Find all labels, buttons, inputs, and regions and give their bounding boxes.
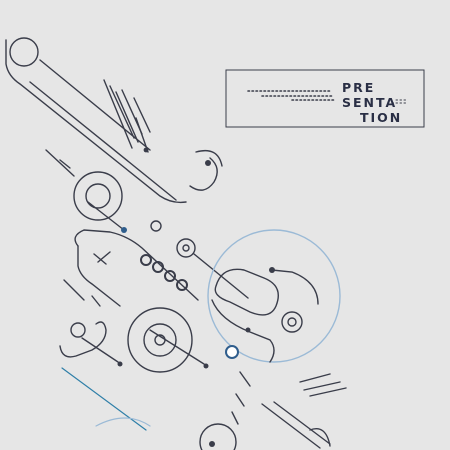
lower-ring-mid: [143, 323, 177, 357]
dashed-diagonals: [63, 279, 251, 425]
tube-slot-2: [97, 251, 111, 263]
blue-node: [225, 345, 239, 359]
title-line-3: TION: [360, 110, 403, 125]
title-dotted-lines: [247, 90, 407, 104]
pin-dot: [143, 147, 149, 153]
target-arm: [271, 269, 319, 305]
tube-top: [74, 229, 199, 301]
bottom-right-arc: [309, 428, 331, 447]
hook-small-circle: [70, 322, 86, 338]
top-left-circle: [9, 37, 39, 67]
hook-left: [59, 321, 107, 358]
ring-inner: [85, 183, 111, 209]
dash-b: [59, 159, 71, 169]
target-inner: [287, 317, 297, 327]
hatch-lines-top: [103, 79, 151, 149]
title-line-2: SENTA: [342, 95, 398, 110]
pin-line: [135, 117, 149, 153]
diagonal-line: [29, 81, 177, 201]
dash-a: [45, 149, 75, 177]
gear-circle: [176, 238, 196, 258]
blue-diagonal: [61, 367, 147, 431]
capsule: [214, 268, 279, 316]
ring-large: [73, 171, 123, 221]
title-block: PRE SENTA TION: [226, 70, 424, 127]
ring-spoke: [87, 201, 125, 231]
lower-spoke: [149, 329, 205, 365]
large-blue-circle: [207, 229, 341, 363]
gear-center: [182, 244, 190, 252]
spiral-arc: [195, 149, 223, 167]
title-frame: [225, 69, 425, 128]
capsule-tail: [211, 299, 275, 363]
target-outer: [281, 311, 303, 333]
blue-arc: [95, 417, 151, 427]
hatch-lines-bottom: [261, 373, 347, 449]
ring-row: [140, 254, 188, 291]
small-circle: [150, 220, 162, 232]
bottom-circle: [199, 423, 237, 450]
spiral-hook: [189, 157, 218, 191]
small-dot: [245, 327, 251, 333]
tube-slot: [93, 253, 107, 265]
target-arm-dot: [269, 267, 275, 273]
title-line-1: PRE: [342, 80, 376, 95]
hook-spoke-dot: [117, 361, 123, 367]
hook-spoke: [81, 337, 119, 363]
bottom-circle-dot: [209, 441, 215, 447]
blue-dot: [121, 227, 127, 233]
lower-ring-outer: [127, 307, 193, 373]
tube-left: [77, 245, 121, 307]
lower-spoke-dot: [203, 363, 209, 369]
spiral-dot: [205, 160, 211, 166]
left-rail-curve: [5, 39, 187, 204]
diagonal-line-2: [39, 59, 151, 151]
